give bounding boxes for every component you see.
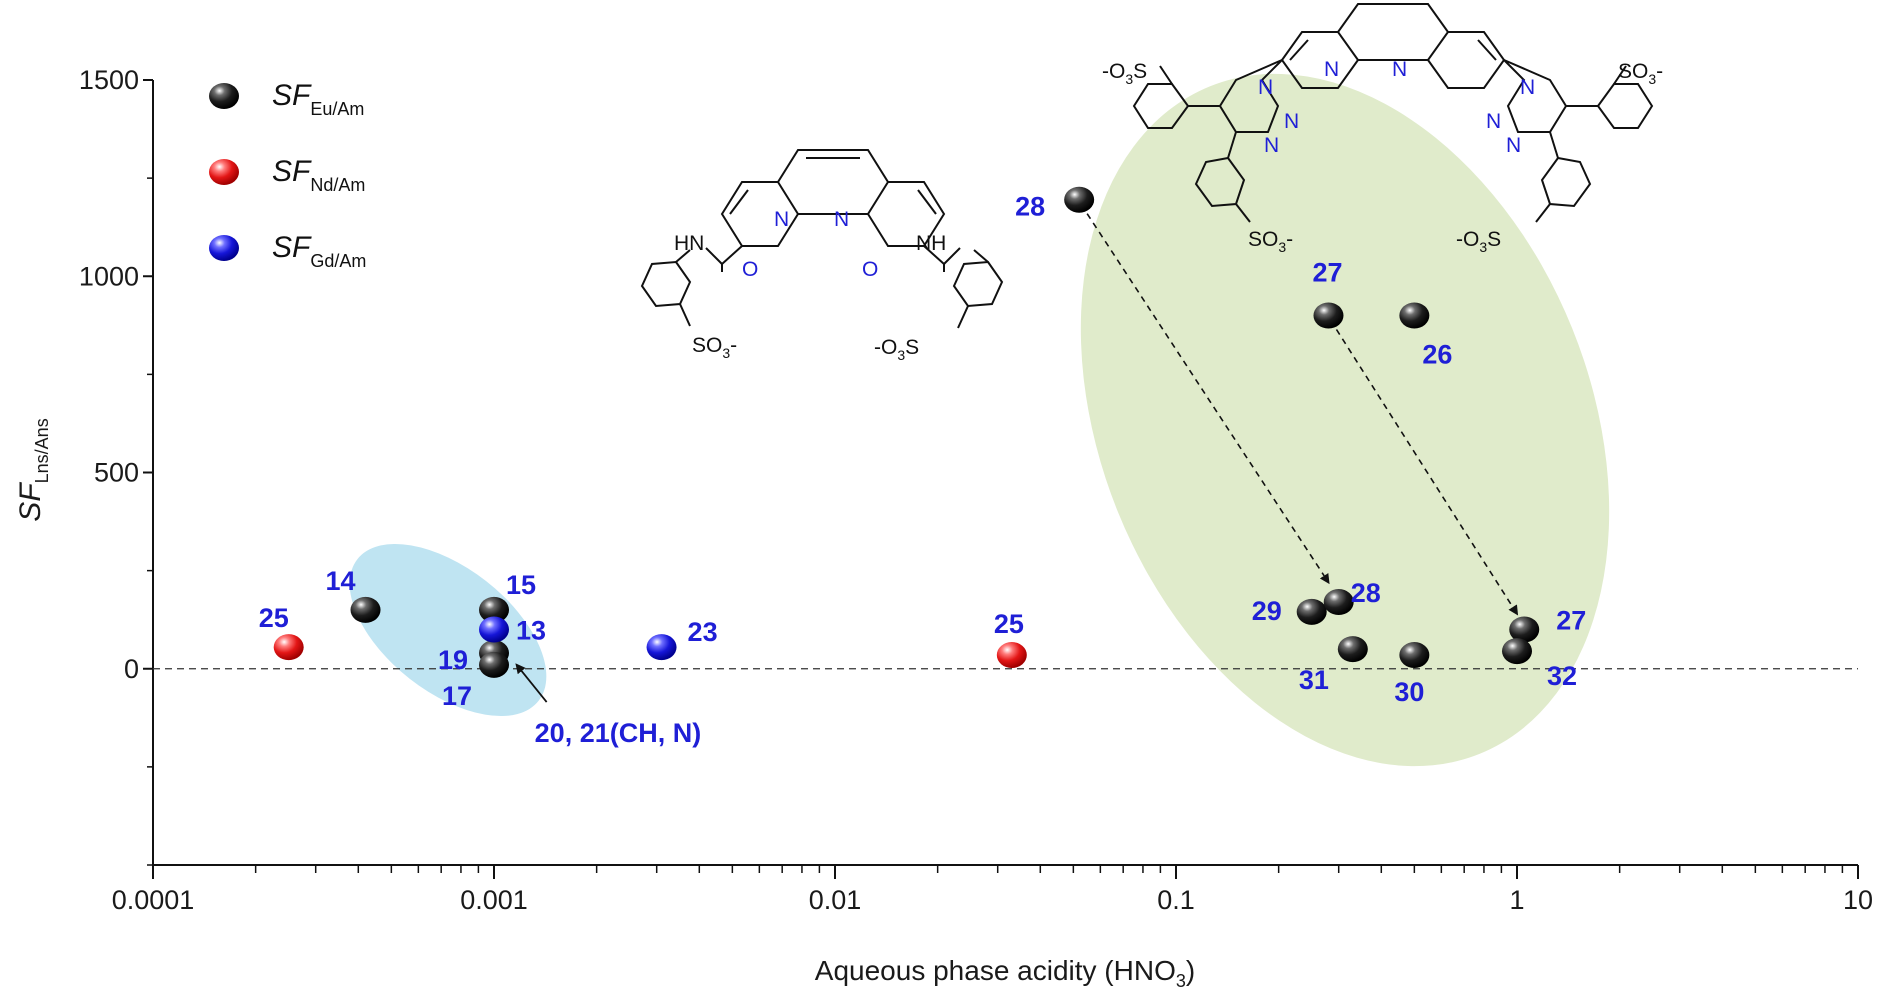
trend-arrow [1335,329,1519,616]
chemical-structure-phenanthroline-diamide: N N O O HN NH SO3- -O3S [640,149,1004,363]
y-tick-label: 1000 [79,261,139,291]
x-tick-label: 0.0001 [112,885,195,915]
axes: 0 500 1000 1500 0.0001 0.001 0.01 0.1 1 10 [79,65,1873,915]
point-label: 17 [442,681,472,711]
svg-text:SFLns/Ans: SFLns/Ans [14,418,52,521]
point-label: 13 [516,616,546,646]
point-label: 25 [994,609,1024,639]
point-label: 14 [326,566,356,596]
point-gd-am [646,634,677,661]
s2-triazine1-n2: N [1284,110,1299,133]
y-tick-label: 1500 [79,65,139,95]
legend-marker-nd-am [209,159,239,185]
trend-arrow [1086,213,1330,585]
s1-o3s-right: -O3S [874,336,919,363]
legend: SFEu/Am SFNd/Am SFGd/Am [209,79,366,271]
point-label: 26 [1422,340,1452,370]
point-eu-am [479,651,509,678]
s1-o-left: O [742,258,758,281]
s1-o-right: O [862,258,878,281]
point-eu-am [1296,598,1327,625]
point-label: 27 [1556,606,1586,636]
s2-so3-top-right: SO3- [1618,60,1663,87]
point-eu-am [479,596,509,623]
s2-triazine2-n3: N [1506,134,1521,157]
legend-marker-eu-am [209,83,239,109]
legend-item-nd-am: SFNd/Am [209,155,365,195]
s2-n-right: N [1392,58,1407,81]
point-eu-am [1313,302,1344,329]
point-label: 30 [1394,677,1424,707]
point-eu-am [350,596,381,623]
s1-hn: HN [674,232,704,255]
point-labels: 14 15 19 17 28 27 26 29 28 31 30 27 32 25 25 13 23 [259,192,1587,711]
point-nd-am [273,634,304,661]
point-eu-am [1337,636,1368,663]
x-axis-label: Aqueous phase acidity (HNO3) [815,955,1195,991]
point-label: 19 [438,645,468,675]
y-ticks: 0 500 1000 1500 [79,65,153,866]
point-label: 25 [259,603,289,633]
s2-triazine1-n3: N [1264,134,1279,157]
x-tick-label: 1 [1509,885,1524,915]
s1-nh: NH [916,232,946,255]
y-tick-label: 0 [124,654,139,684]
s2-o3s-bottom-right: -O3S [1456,228,1501,255]
x-tick-label: 0.01 [809,885,862,915]
point-label: 23 [688,617,718,647]
x-tick-label: 0.001 [460,885,528,915]
legend-label-eu-am: SFEu/Am [272,79,364,119]
point-eu-am [1399,302,1430,329]
y-tick-label: 500 [94,458,139,488]
s2-n-left: N [1324,58,1339,81]
point-label: 15 [506,570,536,600]
point-label: 31 [1299,665,1329,695]
s1-n-left: N [774,208,789,231]
point-label: 27 [1312,258,1342,288]
x-ticks: 0.0001 0.001 0.01 0.1 1 10 [112,865,1873,915]
legend-marker-gd-am [209,235,239,261]
point-label: 32 [1547,661,1577,691]
s2-triazine2-n1: N [1520,76,1535,99]
s1-so3-left: SO3- [692,334,737,361]
y-axis-label: SFLns/Ans [14,418,52,521]
point-label: 28 [1015,192,1045,222]
data-points [273,186,1540,678]
point-gd-am [479,616,509,643]
s2-triazine2-n2: N [1486,110,1501,133]
legend-item-eu-am: SFEu/Am [209,79,364,119]
x-tick-label: 10 [1843,885,1873,915]
point-nd-am [996,642,1027,669]
legend-label-nd-am: SFNd/Am [272,155,365,195]
legend-label-gd-am: SFGd/Am [272,231,366,271]
s2-triazine1-n1: N [1258,76,1273,99]
highlight-region-high-acidity [1080,73,1610,767]
point-eu-am [1064,186,1095,213]
point-label: 29 [1252,596,1282,626]
s2-o3s-top-left: -O3S [1102,60,1147,87]
point-eu-am [1399,642,1430,669]
chemical-structure-sulfonated-btphen: N N N N N N N N -O3S SO3- SO3- -O3S [1102,3,1663,255]
point-eu-am [1323,589,1354,616]
legend-item-gd-am: SFGd/Am [209,231,366,271]
trend-arrows [1086,213,1519,616]
point-eu-am [1509,616,1540,643]
point-eu-am [1502,638,1532,665]
point-label: 28 [1351,578,1381,608]
annotation-arrow [515,663,548,703]
s2-so3-bottom-left: SO3- [1248,228,1293,255]
s1-n-right: N [834,208,849,231]
x-tick-label: 0.1 [1157,885,1195,915]
annotation-label: 20, 21(CH, N) [535,718,702,748]
annotation-layer: 20, 21(CH, N) [515,663,702,748]
